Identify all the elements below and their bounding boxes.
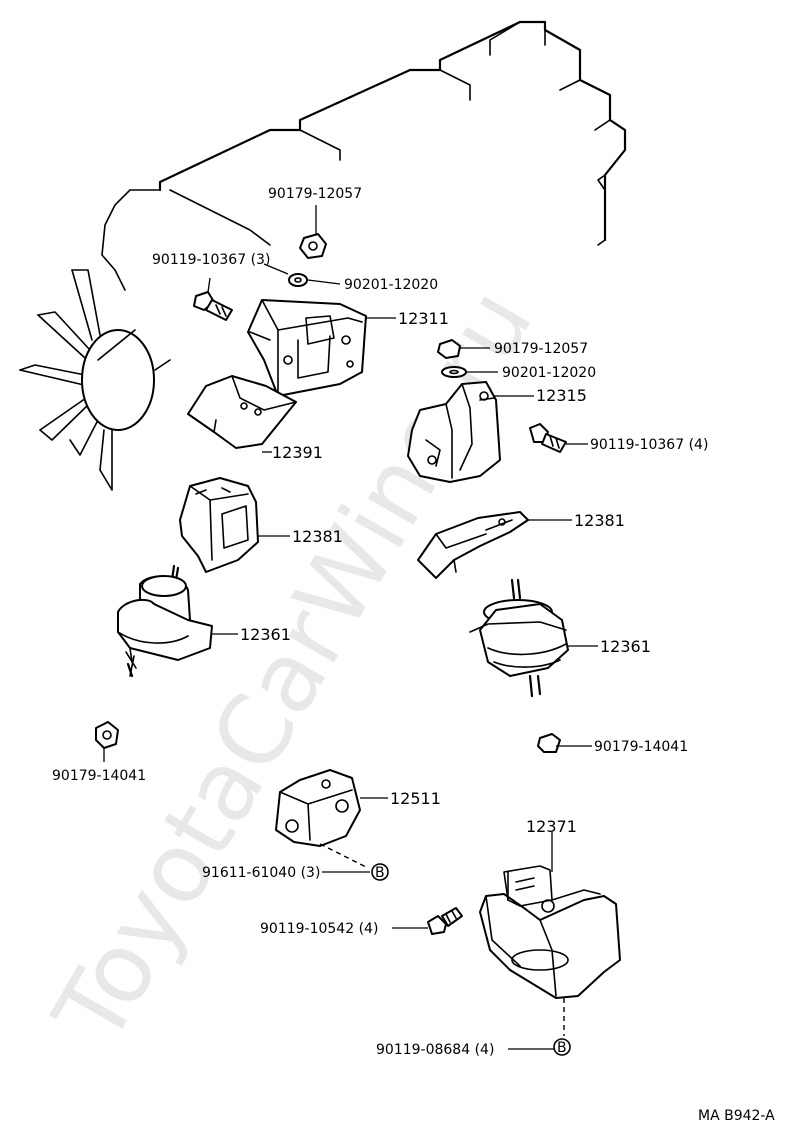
label-rear-insulator: 12371 <box>526 817 577 836</box>
bracket-12315 <box>407 381 501 483</box>
nut-bottom-left <box>95 721 119 749</box>
label-stopper-left: 12381 <box>292 527 343 546</box>
washer-top-left <box>288 273 308 287</box>
label-nut-bottom-right: 90179-14041 <box>594 739 688 755</box>
label-cover-left: 12391 <box>272 443 323 462</box>
diagram-code: MA B942-A <box>698 1108 775 1124</box>
stopper-12381-right <box>417 511 529 579</box>
label-bolt-rear-b: 90119-08684 (4) <box>376 1042 494 1058</box>
label-nut-bottom-left: 90179-14041 <box>52 768 146 784</box>
label-bolt-rear-a: 90119-10542 (4) <box>260 921 378 937</box>
label-bracket-right: 12315 <box>536 386 587 405</box>
label-stopper-right: 12381 <box>574 511 625 530</box>
ref-marker-upper: B <box>371 863 389 881</box>
label-insulator-right: 12361 <box>600 637 651 656</box>
nut-bottom-right <box>537 733 561 753</box>
cooling-fan <box>19 269 171 491</box>
label-washer-top-right: 90201-12020 <box>502 365 596 381</box>
cover-12391 <box>187 375 297 449</box>
ref-marker-lower: B <box>553 1038 571 1056</box>
label-bolt-right: 90119-10367 (4) <box>590 437 708 453</box>
insulator-12361-right <box>469 578 569 698</box>
rear-bracket-dashline <box>319 843 369 869</box>
part-labels: 90179-12057 90119-10367 (3) 90201-12020 … <box>52 186 775 1124</box>
label-nut-top-right: 90179-12057 <box>494 341 588 357</box>
leader-lines <box>103 205 598 1050</box>
bolt-rear-a <box>427 907 463 935</box>
washer-top-right <box>441 366 467 378</box>
label-rear-bolt: 91611-61040 (3) <box>202 865 320 881</box>
insulator-12361-left <box>117 564 213 678</box>
stopper-12381-left <box>179 477 259 573</box>
label-bracket-left: 12311 <box>398 309 449 328</box>
label-rear-bracket: 12511 <box>390 789 441 808</box>
label-insulator-left: 12361 <box>240 625 291 644</box>
label-nut-top-left: 90179-12057 <box>268 186 362 202</box>
ref-marker-upper-text: B <box>375 865 385 881</box>
engine-block <box>101 20 627 291</box>
bracket-12311 <box>247 299 367 397</box>
rear-insulator-12371 <box>479 865 621 999</box>
ref-marker-lower-text: B <box>557 1040 567 1056</box>
nut-top-left <box>299 233 327 259</box>
nut-top-right <box>437 339 461 359</box>
rear-bracket-12511 <box>275 769 361 847</box>
bolt-top-left <box>193 291 233 321</box>
label-bolt-top-left: 90119-10367 (3) <box>152 252 270 268</box>
bolt-right <box>529 423 567 453</box>
label-washer-top-left: 90201-12020 <box>344 277 438 293</box>
